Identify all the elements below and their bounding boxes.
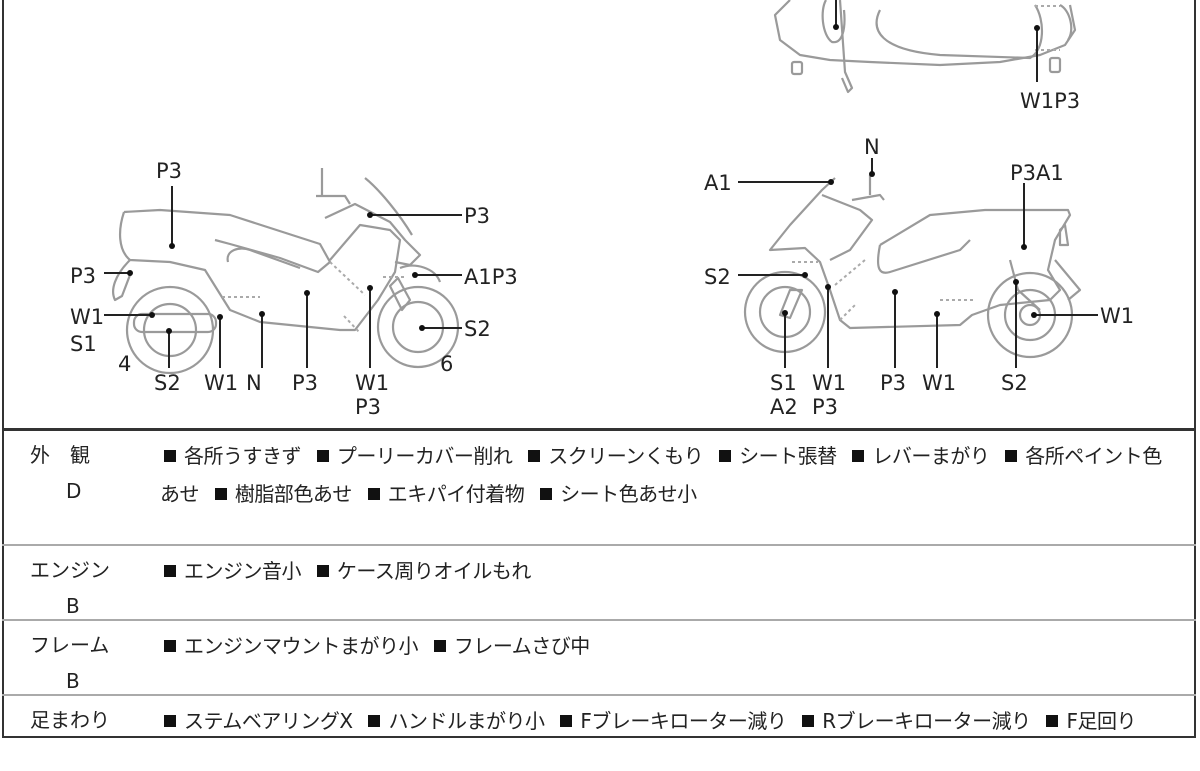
- bullet-square-icon: [164, 715, 176, 727]
- bullet-square-icon: [1005, 450, 1018, 462]
- row-items: エンジンマウントまがり小 フレームさび中: [160, 627, 1176, 665]
- defect-item: シート色あせ小: [560, 482, 697, 506]
- bullet-square-icon: [719, 450, 732, 462]
- label-l-seat-top: P3: [156, 159, 182, 183]
- label-r-mirror-n: N: [864, 135, 880, 159]
- bullet-square-icon: [316, 565, 329, 577]
- bullet-square-icon: [528, 450, 541, 462]
- defect-item: シート張替: [739, 444, 837, 468]
- defect-item: Fブレーキローター減り: [580, 709, 787, 733]
- defect-item: ステムベアリングX: [184, 709, 353, 733]
- bullet-square-icon: [433, 640, 446, 652]
- bullet-square-icon: [368, 715, 381, 727]
- defect-item: 樹脂部色あせ: [234, 482, 353, 506]
- label-l-front-fender: A1P3: [464, 265, 518, 289]
- label-l-rear-number: 4: [118, 352, 131, 376]
- label-l-floor-n: N: [246, 371, 262, 395]
- bullet-square-icon: [316, 450, 329, 462]
- label-r-rear-shock-s: S2: [1001, 371, 1028, 395]
- row-exterior: 外 観 D 各所うすきず プーリーカバー削れ スクリーンくもり シート張替 レバー…: [2, 431, 1196, 546]
- row-grade: B: [66, 669, 80, 693]
- label-l-rear-fender: P3: [70, 264, 96, 288]
- label-r-rear-hub-w: W1: [1100, 304, 1134, 328]
- row-engine: エンジン B エンジン音小 ケース周りオイルもれ: [2, 546, 1196, 621]
- row-frame: フレーム B エンジンマウントまがり小 フレームさび中: [2, 621, 1196, 696]
- label-r-screen-a: A1: [704, 171, 732, 195]
- row-category: エンジン: [30, 558, 110, 582]
- defect-item: F足回り: [1066, 709, 1136, 733]
- defect-item: エンジン音小: [184, 559, 302, 583]
- row-suspension: 足まわり ステムベアリングX ハンドルまがり小 Fブレーキローター減り Rブレー…: [2, 696, 1196, 771]
- bullet-square-icon: [164, 450, 176, 462]
- scooter-right-view: N A1 P3A1 S2 W1 S1 A2 W1 P3 P3 W1 S2: [704, 135, 1134, 419]
- label-l-muffler-s: S1: [70, 332, 97, 356]
- bullet-square-icon: [852, 450, 865, 462]
- row-category: 足まわり: [30, 708, 110, 732]
- label-l-front-leg-p: P3: [355, 395, 381, 419]
- scooter-top-view: W1P3: [773, 0, 1080, 113]
- bullet-square-icon: [560, 715, 573, 727]
- label-l-step-w: W1: [204, 371, 238, 395]
- label-r-leg-w: W1: [812, 371, 846, 395]
- row-category: フレーム: [30, 633, 110, 657]
- label-l-front-leg-w: W1: [355, 371, 389, 395]
- bullet-square-icon: [540, 488, 553, 500]
- defect-item: ケース周りオイルもれ: [336, 559, 532, 583]
- defect-item: エキパイ付着物: [387, 482, 525, 506]
- label-r-leg-p: P3: [812, 395, 838, 419]
- label-l-front-wheel: S2: [464, 317, 491, 341]
- label-r-front-hub-a: A2: [770, 395, 798, 419]
- defect-item: 各所ペイント色あせ: [160, 444, 1162, 506]
- label-l-front-number: 6: [440, 352, 453, 376]
- label-r-floor-w: W1: [922, 371, 956, 395]
- defect-item: Rブレーキローター減り: [822, 709, 1031, 733]
- defect-item: プーリーカバー削れ: [336, 444, 513, 468]
- bullet-square-icon: [164, 640, 176, 652]
- defect-item: 各所うすきず: [184, 444, 302, 468]
- label-top-w1p3: W1P3: [1020, 89, 1080, 113]
- bullet-square-icon: [1046, 715, 1059, 727]
- bullet-square-icon: [802, 715, 815, 727]
- row-grade: B: [66, 594, 80, 618]
- bullet-square-icon: [214, 488, 227, 500]
- bullet-square-icon: [164, 565, 176, 577]
- damage-diagram: W1P3 P3 P3 P3 A1P3 W1 S1 S2: [70, 0, 1134, 419]
- label-l-front-cowl: P3: [464, 204, 490, 228]
- row-grade: D: [66, 479, 82, 503]
- row-category: 外 観: [30, 443, 90, 467]
- bullet-square-icon: [367, 488, 380, 500]
- label-l-side-p: P3: [292, 371, 318, 395]
- label-l-muffler-w: W1: [70, 305, 104, 329]
- defect-item: エンジンマウントまがり小: [184, 634, 419, 658]
- defect-item: フレームさび中: [453, 634, 590, 658]
- label-r-tail-cowl: P3A1: [1010, 161, 1064, 185]
- label-r-fork-s: S2: [704, 265, 731, 289]
- defect-item: レバーまがり: [872, 444, 990, 468]
- label-r-side-p: P3: [880, 371, 906, 395]
- label-r-front-hub-s: S1: [770, 371, 797, 395]
- defect-item: ハンドルまがり小: [388, 709, 545, 733]
- defect-item: スクリーンくもり: [548, 444, 704, 468]
- row-items: エンジン音小 ケース周りオイルもれ: [160, 552, 1176, 590]
- row-items: 各所うすきず プーリーカバー削れ スクリーンくもり シート張替 レバーまがり 各…: [160, 437, 1176, 513]
- row-items: ステムベアリングX ハンドルまがり小 Fブレーキローター減り Rブレーキローター…: [160, 702, 1176, 740]
- section-divider: [2, 428, 1196, 431]
- label-l-rear-wheel: S2: [154, 371, 181, 395]
- scooter-left-view: P3 P3 P3 A1P3 W1 S1 S2 4 S2 W1 N P3 W1 P…: [70, 159, 518, 419]
